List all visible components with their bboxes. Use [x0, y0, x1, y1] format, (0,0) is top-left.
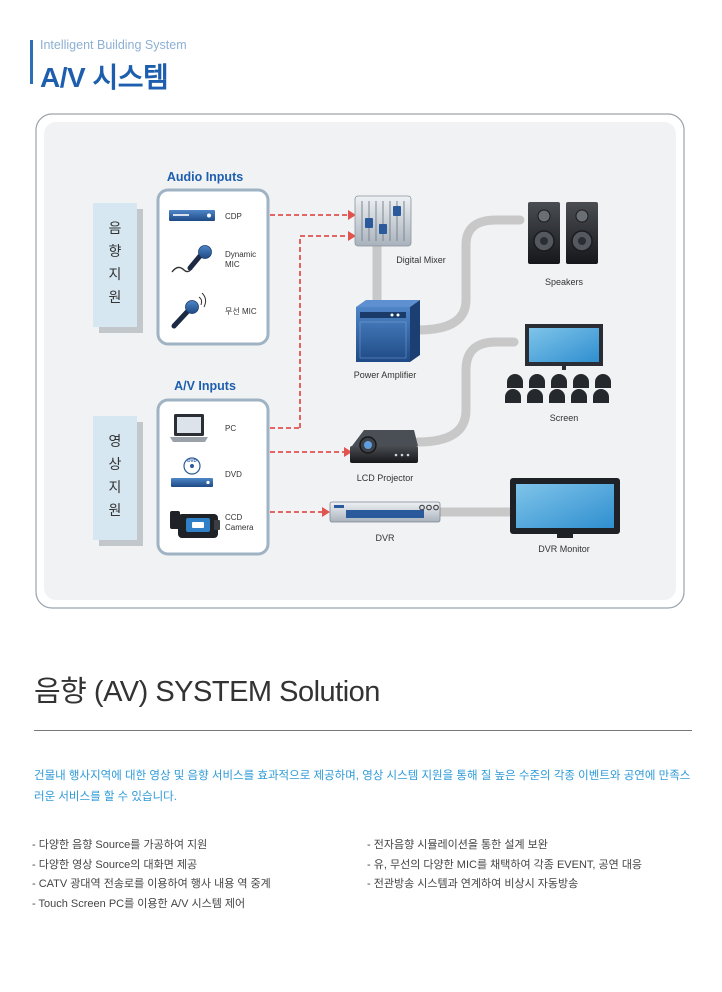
ccd-camera-icon [170, 511, 220, 538]
feature-item: - CATV 광대역 전송로를 이용하여 행사 내용 역 중계 [32, 878, 271, 890]
audio-side-char-4: 원 [109, 289, 122, 305]
features-right-list: - 전자음향 시뮬레이션을 통한 설계 보완 - 유, 무선의 다양한 MIC를… [367, 836, 642, 895]
feature-item: - 유, 무선의 다양한 MIC를 채택하여 각종 EVENT, 공연 대응 [367, 858, 643, 871]
audio-inputs-title: Audio Inputs [167, 170, 243, 184]
speakers-label: Speakers [545, 277, 584, 287]
lcd-projector-icon [350, 430, 418, 463]
dvr-monitor-label: DVR Monitor [538, 544, 590, 554]
audio-side-char-2: 향 [109, 243, 122, 259]
solution-intro: 건물내 행사지역에 대한 영상 및 음향 서비스를 효과적으로 제공하며, 영상… [34, 770, 691, 803]
page-title: A/V 시스템 [40, 62, 169, 93]
video-side-char-1: 영 [109, 433, 122, 449]
pc-laptop-icon [170, 414, 208, 442]
line-amp-to-speakers [413, 215, 525, 335]
power-amplifier-label: Power Amplifier [354, 370, 417, 380]
dvr-icon [329, 501, 441, 523]
header-accent-bar [30, 40, 33, 84]
dvr-monitor-icon [510, 478, 620, 538]
arrowhead-pc-mixer [348, 231, 356, 241]
audio-side-char-3: 지 [109, 266, 122, 282]
line-projector-to-screen [413, 337, 519, 447]
audio-side-label [93, 203, 137, 327]
cdp-label: CDP [225, 212, 242, 221]
video-side-label [93, 416, 137, 540]
screen-label: Screen [550, 413, 579, 423]
dvr-label: DVR [375, 533, 395, 543]
arrowhead-cdp-mixer [348, 210, 356, 220]
av-inputs-title: A/V Inputs [174, 379, 236, 393]
header-subtitle: Intelligent Building System [40, 38, 187, 52]
arrowhead-camera-dvr [322, 507, 330, 517]
video-side-char-4: 원 [109, 502, 122, 518]
dvd-player-icon [171, 457, 213, 487]
feature-item: - Touch Screen PC를 이용한 A/V 시스템 제어 [32, 897, 246, 910]
wireless-mic-icon [171, 292, 207, 329]
lcd-projector-label: LCD Projector [357, 473, 414, 483]
power-amplifier-icon [356, 300, 420, 362]
section-divider [34, 730, 692, 731]
feature-item: - 다양한 영상 Source의 대화면 제공 [32, 858, 198, 871]
signal-pc-mixer [299, 235, 348, 428]
dvd-icon-badge: DVD [187, 458, 197, 463]
wireless-mic-label: 무선 MIC [225, 307, 257, 316]
solution-title: 음향 (AV) SYSTEM Solution [34, 676, 380, 708]
feature-item: - 전자음향 시뮬레이션을 통한 설계 보완 [367, 839, 548, 851]
video-side-char-3: 지 [109, 479, 122, 495]
audio-side-char-1: 음 [109, 220, 122, 236]
screen-audience-icon [505, 324, 611, 403]
digital-mixer-icon [354, 195, 412, 247]
speakers-icon [528, 202, 598, 264]
features-left-list: - 다양한 음향 Source를 가공하여 지원 - 다양한 영상 Source… [32, 836, 271, 914]
dvd-label: DVD [225, 470, 242, 479]
arrowhead-dvd-projector [344, 447, 352, 457]
cdp-icon [169, 210, 215, 221]
pc-label: PC [225, 424, 236, 433]
dynamic-mic-icon [171, 245, 212, 273]
digital-mixer-label: Digital Mixer [396, 255, 446, 265]
feature-item: - 다양한 음향 Source를 가공하여 지원 [32, 839, 208, 851]
feature-item: - 전관방송 시스템과 연계하여 비상시 자동방송 [367, 878, 579, 890]
video-side-char-2: 상 [109, 456, 122, 472]
